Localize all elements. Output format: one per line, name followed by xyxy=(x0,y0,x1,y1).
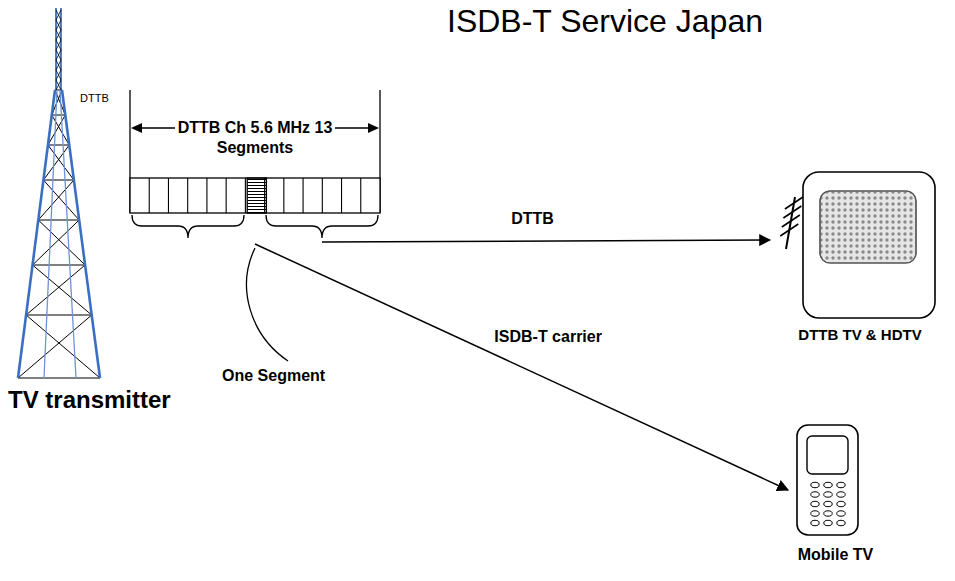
tower-brace xyxy=(56,50,61,60)
keypad-key xyxy=(811,482,819,487)
segment-divider xyxy=(226,178,227,213)
dimension-arrowhead xyxy=(368,123,379,133)
tv-screen xyxy=(820,191,916,263)
segment-brace xyxy=(266,215,378,238)
keypad-key xyxy=(824,482,832,487)
keypad-key xyxy=(824,501,832,506)
tower-brace xyxy=(56,30,61,40)
drawing-part xyxy=(811,482,845,525)
segment-divider xyxy=(206,178,207,213)
dimension-arrowhead xyxy=(131,123,142,133)
node-label: TV transmitter xyxy=(0,386,202,414)
phone-body xyxy=(797,425,858,535)
tower-brace xyxy=(48,145,69,146)
keypad-key xyxy=(824,511,832,516)
keypad-key xyxy=(837,511,845,516)
tv-set: DTTB TV & HDTV xyxy=(770,165,950,350)
tower-brace xyxy=(56,80,61,90)
diagram-title: ISDB-T Service Japan xyxy=(447,2,763,40)
mobile-phone: Mobile TV xyxy=(788,418,883,571)
segment-divider xyxy=(283,178,284,213)
segment-divider xyxy=(322,178,323,213)
tower-brace xyxy=(56,70,61,80)
tower-brace xyxy=(56,10,61,20)
tower-brace xyxy=(18,378,100,379)
one-segment-cell xyxy=(247,178,266,213)
tower-brace xyxy=(33,265,92,315)
phone-drawing xyxy=(788,418,883,538)
drawing-part xyxy=(780,197,803,236)
tower-leg xyxy=(18,90,55,378)
drawing-part xyxy=(149,178,361,213)
keypad-key xyxy=(837,520,845,525)
keypad-key xyxy=(811,501,819,506)
keypad-key xyxy=(824,520,832,525)
tv-drawing xyxy=(770,165,950,323)
antenna-element xyxy=(780,224,798,236)
tower-brace xyxy=(56,60,61,70)
tower-brace xyxy=(52,115,66,116)
signal-arrow xyxy=(322,240,770,242)
segment-divider xyxy=(168,178,169,213)
keypad-key xyxy=(837,482,845,487)
tower-brace xyxy=(33,220,80,265)
keypad-key xyxy=(837,492,845,497)
tower-brace xyxy=(56,80,61,90)
tower-brace xyxy=(18,315,92,378)
tv-screen-ground xyxy=(820,191,916,263)
segment-divider xyxy=(245,178,246,213)
tower-brace xyxy=(26,315,92,316)
segment-brace xyxy=(132,215,244,238)
tower-brace xyxy=(56,40,61,50)
tv-body xyxy=(803,172,935,318)
drawing-part xyxy=(18,8,100,378)
tower-brace xyxy=(38,220,85,265)
keypad-key xyxy=(837,501,845,506)
segment-callout: One Segment xyxy=(222,366,325,386)
tower-leg xyxy=(62,90,100,378)
edge-label: ISDB-T carrier xyxy=(491,327,605,347)
tower-brace xyxy=(56,10,61,20)
segment-divider xyxy=(264,178,265,213)
edge-label: DTTB xyxy=(508,209,557,229)
segment-strip xyxy=(130,178,380,213)
tower-brace xyxy=(56,50,61,60)
keypad-key xyxy=(811,520,819,525)
phone-screen xyxy=(807,436,848,474)
tower-brace xyxy=(43,180,73,181)
tower-brace xyxy=(56,30,61,40)
keypad-key xyxy=(811,492,819,497)
channel-box: DTTB Ch 5.6 MHz 13 Segments xyxy=(128,88,382,244)
tower-brace xyxy=(26,315,100,378)
tower-brace xyxy=(38,220,79,221)
segment-divider xyxy=(360,178,361,213)
tower-brace xyxy=(26,265,85,315)
tower-brace xyxy=(56,20,61,30)
segment-divider xyxy=(187,178,188,213)
leader-line xyxy=(247,248,288,361)
signal-arrow xyxy=(255,244,788,490)
tower-brace xyxy=(56,20,61,30)
keypad-key xyxy=(811,511,819,516)
segment-divider xyxy=(303,178,304,213)
tower-brace xyxy=(56,40,61,50)
keypad-key xyxy=(824,492,832,497)
node-label: DTTB Ch 5.6 MHz 13 Segments xyxy=(175,118,335,158)
channel-tag: DTTB xyxy=(80,92,109,105)
node-label: Mobile TV xyxy=(788,545,883,565)
tower-brace xyxy=(56,60,61,70)
node-label: DTTB TV & HDTV xyxy=(770,325,950,344)
channel-drawing xyxy=(128,88,382,244)
segment-divider xyxy=(149,178,150,213)
tower-brace xyxy=(56,70,61,80)
tower-brace xyxy=(33,265,86,266)
segment-divider xyxy=(341,178,342,213)
